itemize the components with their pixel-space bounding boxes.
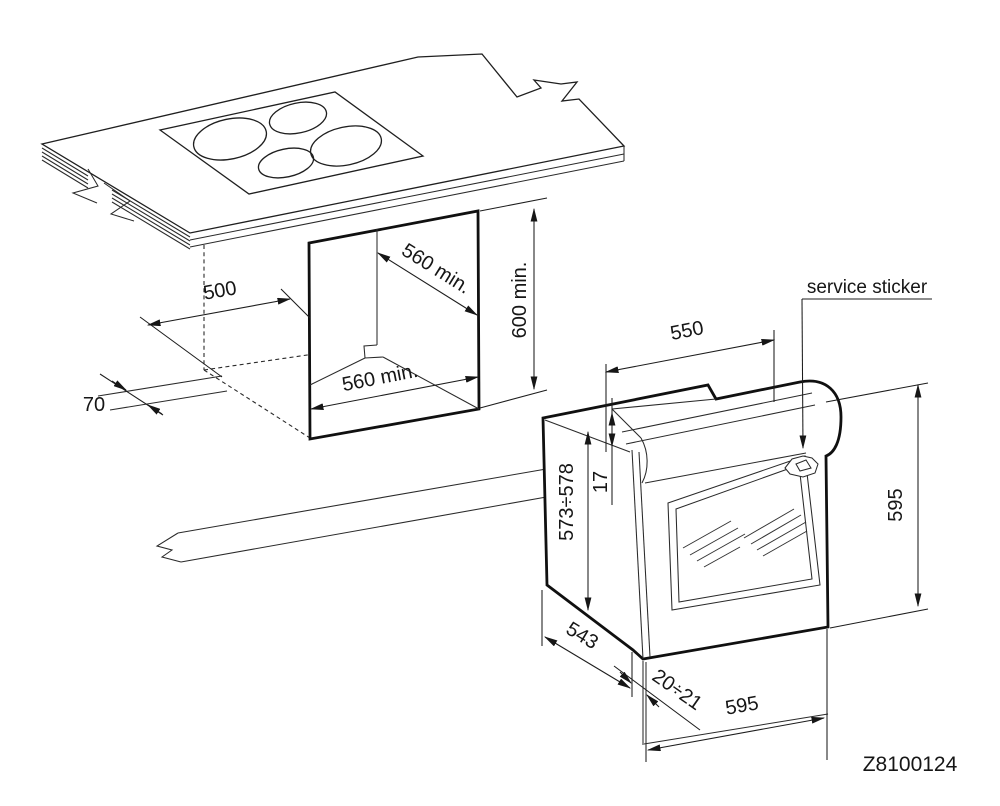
oven-door — [631, 449, 821, 660]
door-window-inner — [675, 464, 813, 603]
dimension-oven-top-depth: 550 — [604, 317, 776, 452]
dimension-niche-height: 600 min. — [479, 197, 548, 409]
cabinet-rail-bottom — [109, 390, 228, 411]
cabinet-cutout — [97, 209, 481, 441]
burner-back-small — [268, 101, 328, 135]
base-rail — [155, 467, 553, 563]
dim-17-label: 17 — [590, 471, 612, 493]
service-sticker-tag — [784, 455, 819, 478]
control-panel-left-cap — [640, 437, 648, 484]
control-panel — [621, 392, 816, 484]
dimension-carcass-height: 573÷578 — [556, 430, 592, 612]
burner-right-large — [309, 125, 383, 167]
service-sticker-label: service sticker — [807, 277, 928, 298]
dim-550-label: 550 — [669, 317, 706, 345]
dimension-bottom-gap: 20÷21 — [613, 665, 706, 731]
dim-20-21-label: 20÷21 — [648, 665, 706, 715]
dim-573-578-label: 573÷578 — [556, 463, 578, 541]
worktop-front-edge — [189, 146, 625, 248]
dim-595-right-label: 595 — [885, 488, 907, 521]
cabinet-rail-top — [97, 375, 223, 397]
door-window-outer — [667, 455, 821, 611]
dim-595-bottom-label: 595 — [724, 692, 761, 719]
rail-break — [155, 532, 182, 563]
burner-front-small — [257, 147, 315, 179]
projection-line-front — [203, 369, 311, 439]
dimension-worktop-depth: 500 — [139, 277, 311, 378]
dimension-overhang: 70 — [83, 373, 164, 416]
service-sticker-callout: service sticker — [799, 277, 932, 450]
glass-reflection-hatching — [682, 508, 808, 568]
worktop — [40, 53, 626, 250]
dimension-front-height: 595 — [825, 382, 929, 629]
oven — [541, 379, 843, 745]
dim-500-label: 500 — [202, 277, 239, 304]
dimension-front-width: 595 — [645, 629, 828, 762]
cooktop — [158, 91, 425, 195]
drawing-code: Z8100124 — [863, 753, 958, 776]
worktop-left-break — [41, 147, 191, 250]
dimension-top-gap: 17 — [590, 398, 616, 505]
dim-70-label: 70 — [83, 394, 105, 416]
oven-silhouette — [541, 379, 843, 661]
burner-front-left — [192, 117, 268, 161]
cooktop-outline — [158, 91, 425, 195]
dim-600-label: 600 min. — [509, 262, 531, 339]
